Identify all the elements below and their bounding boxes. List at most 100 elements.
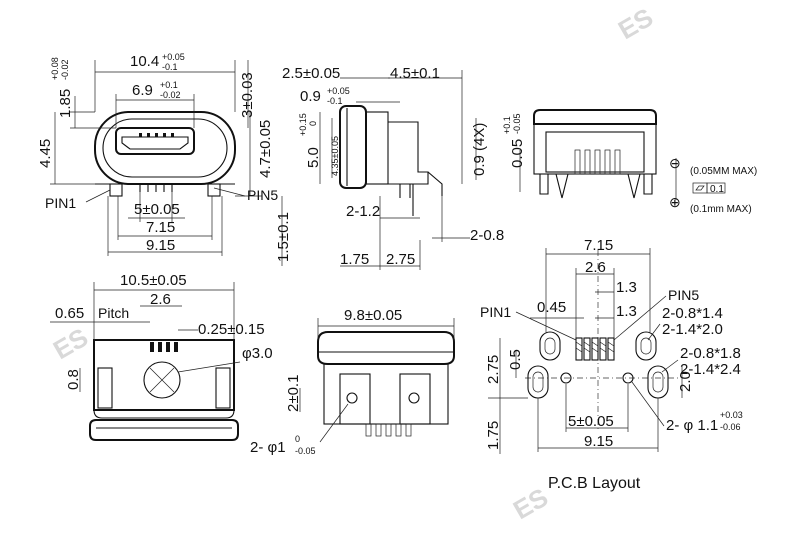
dim-50-tol-lower: 0 [308, 121, 318, 126]
dim-212: 2-1.2 [346, 203, 380, 220]
front-opening [115, 127, 195, 155]
side-leg [399, 184, 411, 198]
pin1-label: PIN1 [45, 195, 76, 211]
side-view: 2.5±0.05 4.5±0.1 0.9 +0.05 -0.1 5.0 +0.1… [275, 65, 504, 270]
pcb-slot-right-top [635, 331, 657, 361]
pcb-dim-715: 7.15 [584, 237, 613, 254]
note-plus: (0.1mm MAX) [690, 204, 752, 215]
top-view-pins [574, 149, 621, 175]
rear-hole-right [408, 392, 420, 404]
dim-phi1: 2- φ1 [250, 439, 286, 456]
dim-50-tol-upper: +0.15 [298, 113, 308, 136]
dim-09-tol-lower: -0.1 [327, 96, 343, 106]
rear-hole-left [346, 392, 358, 404]
note-minus: (0.05MM MAX) [690, 166, 757, 177]
dim-height-445: 4.45 [37, 139, 54, 168]
pcb-hole-left [560, 372, 572, 384]
dim-phi3: φ3.0 [242, 345, 273, 362]
pcb-dim-05: 0.5 [507, 349, 524, 370]
top-view-legs [539, 174, 653, 195]
dim-175: 1.75 [340, 251, 369, 268]
underside-pins [150, 342, 178, 352]
flatness-icon [695, 185, 705, 191]
dim-15: 1.5±0.1 [275, 212, 292, 262]
pcb-pin1-label: PIN1 [480, 304, 511, 320]
dim-50: 5.0 [305, 147, 322, 168]
underside-tab-right [215, 367, 231, 409]
dim-275: 2.75 [386, 251, 415, 268]
pcb-slot-a: 2-0.8*1.4 [662, 305, 723, 322]
dim-width-main-tol-upper: +0.05 [162, 52, 185, 62]
dim-height-185: 1.85 [57, 89, 74, 118]
dim-45: 4.5±0.1 [390, 65, 440, 82]
side-seal [339, 105, 367, 189]
pcb-slot-right-bottom [647, 365, 669, 399]
underside-body [93, 339, 235, 411]
dim-09x4: 0.9 (4X) [471, 123, 488, 176]
dim-09-tol-upper: +0.05 [327, 86, 350, 96]
dim-width-inner: 6.9 [132, 82, 153, 99]
dim-105: 10.5±0.05 [120, 272, 187, 289]
front-contacts [139, 133, 174, 137]
dim-width-main: 10.4 [130, 53, 159, 70]
rear-seal [317, 331, 455, 365]
underside-tab-left [97, 367, 113, 409]
minus-symbol: ⊖ [669, 155, 681, 171]
svg-text:ES: ES [48, 322, 93, 365]
dim-005: 0.05 [509, 139, 526, 168]
dim-208: 2-0.8 [470, 227, 504, 244]
pcb-dim-5: 5±0.05 [568, 413, 614, 430]
front-peg-right [207, 183, 221, 197]
dim-phi1-tol-lower: -0.05 [295, 446, 316, 456]
front-pins [139, 184, 173, 192]
pcb-dim-175: 1.75 [485, 421, 502, 450]
pcb-slot-left-bottom [527, 365, 549, 399]
pcb-dim-phi11-tol-upper: +0.03 [720, 410, 743, 420]
dim-width-main-tol-lower: -0.1 [162, 62, 178, 72]
pcb-caption: P.C.B Layout [548, 475, 641, 492]
pcb-layout: 7.15 2.6 1.3 1.3 PIN5 PIN1 0.45 2-0.8*1.… [480, 237, 743, 492]
dim-065: 0.65 [55, 305, 84, 322]
dim-26: 2.6 [150, 291, 171, 308]
dim-08: 0.8 [65, 369, 82, 390]
pin5-label: PIN5 [247, 187, 278, 203]
dim-005-tol-lower: -0.05 [512, 113, 522, 134]
pcb-hole-right [622, 372, 634, 384]
flatness-value: 0.1 [710, 184, 724, 195]
dim-005-tol-upper: +0.1 [502, 116, 512, 134]
rear-cavity-right [399, 373, 431, 425]
svg-text:ES: ES [508, 482, 553, 525]
dim-025: 0.25±0.15 [198, 321, 265, 338]
dim-width-inner-tol-lower: -0.02 [160, 90, 181, 100]
pcb-dim-045: 0.45 [537, 299, 566, 316]
pcb-dim-275: 2.75 [485, 355, 502, 384]
pcb-pads [575, 337, 615, 361]
dim-98: 9.8±0.05 [344, 307, 402, 324]
pcb-dim-20: 2.0 [677, 371, 694, 392]
rear-pins [365, 423, 412, 437]
dim-25: 2.5±0.05 [282, 65, 340, 82]
pcb-dim-915: 9.15 [584, 433, 613, 450]
dim-height-185-tol-upper: +0.08 [50, 57, 60, 80]
plus-symbol: ⊕ [669, 194, 681, 210]
front-view: 10.4 +0.05 -0.1 6.9 +0.1 -0.02 1.85 +0.0… [37, 52, 278, 256]
underside-post-circle [143, 361, 181, 399]
front-body-inner [102, 118, 228, 178]
top-view: 0.05 +0.1 -0.05 ⊖ (0.05MM MAX) 0.1 ⊕ (0.… [502, 109, 757, 215]
dim-915: 9.15 [146, 237, 175, 254]
pcb-dim-phi11-tol-lower: -0.06 [720, 422, 741, 432]
rear-cavity-left [339, 373, 371, 425]
underside-seal [89, 419, 239, 441]
flatness-symbol-box [692, 182, 708, 194]
pcb-pin5-label: PIN5 [668, 287, 699, 303]
pcb-slot-d: 2-1.4*2.4 [680, 361, 741, 378]
pcb-dim-phi11: 2- φ 1.1 [666, 417, 718, 434]
pcb-slot-c: 2-0.8*1.8 [680, 345, 741, 362]
underside-view: 10.5±0.05 0.65 Pitch 2.6 0.25±0.15 φ3.0 … [50, 272, 273, 441]
front-peg-left [109, 183, 123, 197]
top-view-cap [533, 109, 657, 125]
front-tongue [121, 136, 189, 150]
pcb-slot-b: 2-1.4*2.0 [662, 321, 723, 338]
